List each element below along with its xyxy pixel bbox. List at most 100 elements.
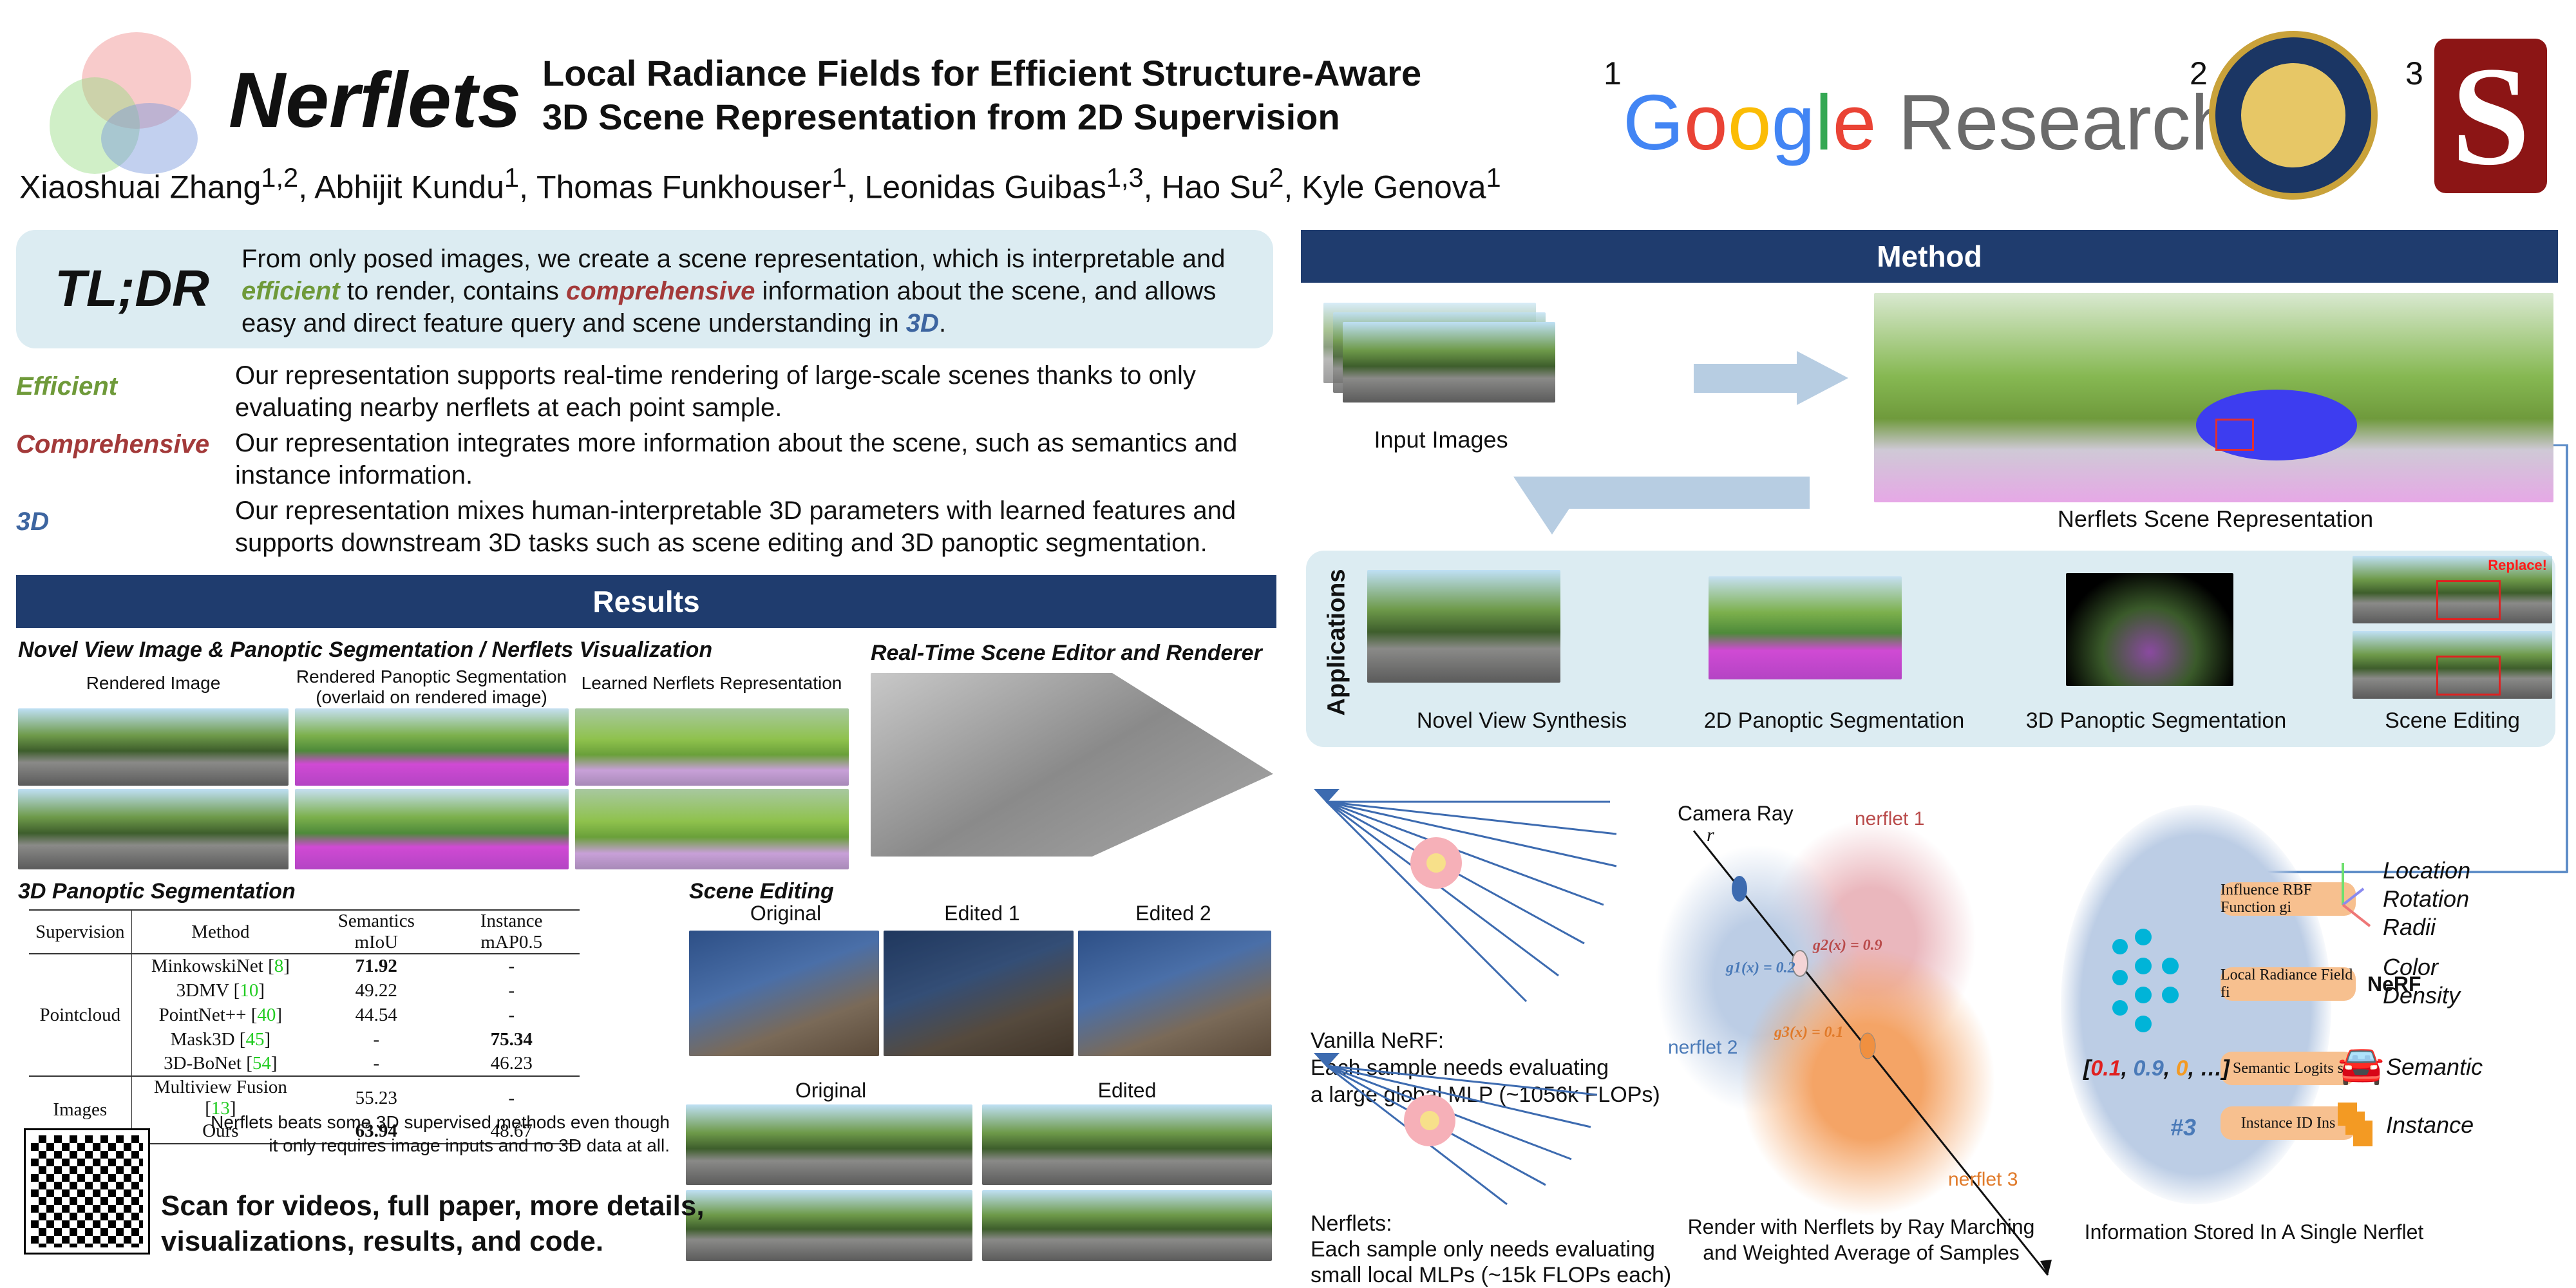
semantics-cell: 49.22	[355, 980, 397, 1001]
instance-cell: 46.23	[490, 1053, 533, 1074]
citation-link[interactable]: 10	[240, 980, 259, 1001]
label: Input Images	[1374, 426, 1508, 453]
nerflets-diagram	[1314, 1053, 1598, 1206]
instance-cell: -	[508, 1087, 515, 1108]
text: Vanilla NeRF:	[1311, 1028, 1444, 1053]
applications-label: Applications	[1323, 569, 1350, 716]
instance-stack-icon	[2338, 1103, 2380, 1151]
edit-street-edited-2	[982, 1190, 1272, 1261]
text: Rendered Panoptic Segmentation	[296, 667, 567, 687]
col-header: Semantics mIoU	[337, 911, 415, 952]
rendered-image-2	[18, 789, 289, 869]
instance-id-box: Instance ID Ins	[2221, 1106, 2356, 1140]
text: Nerflets beats some 3D supervised method…	[211, 1112, 670, 1132]
table-header-row: Supervision Method Semantics mIoU Instan…	[29, 910, 580, 954]
col-header: Instance mAP0.5	[480, 911, 543, 952]
logit: 0	[2175, 1056, 2188, 1081]
arrow-down-left-icon	[1552, 477, 1810, 509]
label: Edited	[1097, 1079, 1157, 1102]
logit: , …]	[2188, 1056, 2230, 1081]
info-caption: Information Stored In A Single Nerflet	[2084, 1220, 2424, 1244]
comprehensive-word: comprehensive	[565, 277, 755, 305]
beats-text: Nerflets beats some 3D supervised method…	[161, 1111, 670, 1157]
semantics-cell: 44.54	[355, 1004, 397, 1025]
nerflet-1-label: nerflet 1	[1855, 808, 1925, 829]
method-name: 3DMV	[176, 980, 229, 1001]
aff: 1,3	[1106, 162, 1144, 193]
author: Thomas Funkhouser	[536, 169, 832, 205]
method-cell: MinkowskiNet [8]	[151, 956, 290, 976]
nerflet-3-label: nerflet 3	[1948, 1169, 2018, 1190]
text: visualizations, results, and code.	[161, 1226, 604, 1257]
qr-code[interactable]	[24, 1128, 150, 1255]
method-cell: PointNet++ [40]	[158, 1004, 283, 1025]
panoptic-image-1	[295, 708, 569, 786]
semantics-cell: 71.92	[355, 956, 397, 976]
scene-editor-image	[871, 673, 1273, 857]
g1-label: g1(x) = 0.2	[1726, 960, 1795, 976]
google-research-logo: Google Research	[1623, 79, 2235, 166]
citation-link[interactable]: 54	[252, 1053, 271, 1074]
edit-original-image	[689, 931, 879, 1056]
section-heading: 3D Panoptic Segmentation	[18, 879, 296, 904]
arrow-head	[1797, 351, 1848, 405]
app-label: 3D Panoptic Segmentation	[2025, 708, 2287, 733]
vanilla-nerf-diagram	[1314, 789, 1617, 1003]
camera-ray-label: Camera Ray	[1678, 802, 1794, 825]
text: Render with Nerflets by Ray Marching	[1687, 1215, 2035, 1238]
nerflet-2-label: nerflet 2	[1668, 1037, 1738, 1058]
citation-link[interactable]: 45	[245, 1028, 265, 1050]
tldr-text: From only posed images, we create a scen…	[242, 243, 1259, 339]
section-heading: Real-Time Scene Editor and Renderer	[871, 641, 1262, 665]
edit-street-original-2	[686, 1190, 972, 1261]
rendered-image-1	[18, 708, 289, 786]
connector-line	[2553, 444, 2568, 446]
citation-link[interactable]: 8	[274, 956, 284, 976]
app-image-2d-panoptic	[1709, 576, 1902, 679]
method-name: MinkowskiNet	[151, 956, 263, 976]
aff: 1,2	[261, 162, 299, 193]
method-cell: 3DMV [10]	[176, 980, 265, 1001]
arrow-right-icon	[1694, 364, 1797, 393]
axes-icon	[2342, 863, 2371, 927]
method-header: Method	[1301, 230, 2558, 283]
app-label: Novel View Synthesis	[1416, 708, 1627, 733]
semantic-label: Semantic	[2386, 1054, 2483, 1080]
method-name: Mask3D	[170, 1028, 235, 1050]
semantics-cell: -	[373, 1028, 380, 1050]
instance-cell: 75.34	[490, 1028, 533, 1050]
tldr-box: TL;DR From only posed images, we create …	[16, 230, 1273, 348]
table-row: 3DMV [10]49.22-	[29, 978, 580, 1003]
method-cell: Multiview Fusion [13]	[153, 1077, 287, 1119]
efficient-word: efficient	[242, 277, 340, 305]
text: it only requires image inputs and no 3D …	[269, 1135, 670, 1155]
aff-num: 3	[2405, 55, 2423, 91]
car-question-icon: 🚘	[2338, 1044, 2385, 1086]
applications-panel: Applications Replace! Novel View Synthes…	[1306, 551, 2555, 747]
nerflets-image-1	[575, 708, 849, 786]
aff: 2	[1269, 162, 1284, 193]
ucsd-seal-logo	[2209, 31, 2378, 200]
col-label: Rendered Panoptic Segmentation(overlaid …	[293, 667, 570, 708]
semantics-cell: 55.23	[355, 1087, 397, 1108]
point-label: 3D	[16, 507, 50, 536]
table-row: Mask3D [45]-75.34	[29, 1027, 580, 1052]
logit: 0.1	[2090, 1056, 2121, 1081]
nerflets-image-2	[575, 789, 849, 869]
3d-word: 3D	[905, 309, 939, 337]
method-name: Multiview Fusion	[153, 1077, 287, 1097]
aff: 1	[831, 162, 847, 193]
instance-cell: -	[508, 956, 515, 976]
edit-street-edited	[982, 1104, 1272, 1185]
text: (overlaid on rendered image)	[316, 687, 547, 707]
nerflets-text: Nerflets:Each sample only needs evaluati…	[1311, 1211, 1671, 1288]
citation-link[interactable]: 40	[257, 1004, 276, 1025]
key-points: Efficient Our representation supports re…	[16, 359, 1278, 562]
citation-link[interactable]: 13	[211, 1098, 230, 1119]
app-image-edit-1: Replace!	[2353, 556, 2552, 623]
text: to render, contains	[339, 277, 566, 305]
text: Each sample needs evaluating	[1311, 1056, 1609, 1080]
label: Edited 1	[944, 902, 1020, 925]
